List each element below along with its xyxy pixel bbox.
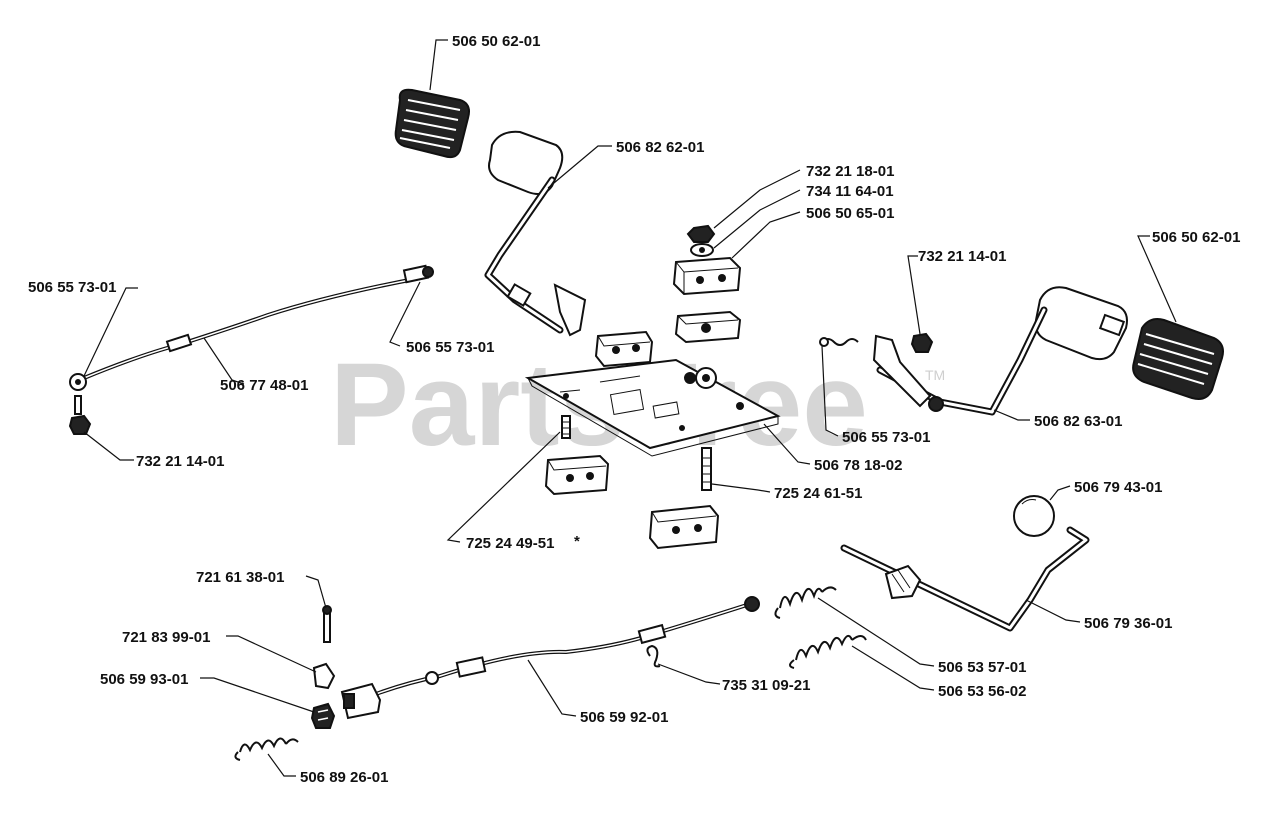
- label-506-50-62-01-left[interactable]: 506 50 62-01: [452, 33, 540, 50]
- pedal-arm-left[interactable]: [484, 130, 587, 337]
- pedal-pad-right[interactable]: [1132, 318, 1224, 400]
- label-506-55-73-01-right[interactable]: 506 55 73-01: [842, 429, 930, 446]
- switch-block-top[interactable]: [672, 256, 742, 296]
- label-506-50-62-01-right[interactable]: 506 50 62-01: [1152, 229, 1240, 246]
- label-721-83-99-01[interactable]: 721 83 99-01: [122, 629, 210, 646]
- label-506-77-48-01[interactable]: 506 77 48-01: [220, 377, 308, 394]
- label-735-31-09-21[interactable]: 735 31 09-21: [722, 677, 810, 694]
- spring-506-53-57-01[interactable]: [774, 586, 837, 619]
- label-506-59-92-01[interactable]: 506 59 92-01: [580, 709, 668, 726]
- switch-block-lower-right[interactable]: [648, 504, 720, 550]
- clip-506-55-73-01-right[interactable]: [819, 337, 859, 347]
- nut-732-21-14-01-left[interactable]: [68, 395, 92, 435]
- label-506-55-73-01-cable[interactable]: 506 55 73-01: [406, 339, 494, 356]
- label-506-53-56-02[interactable]: 506 53 56-02: [938, 683, 1026, 700]
- rod-506-79-36-01[interactable]: [840, 526, 1090, 632]
- label-506-59-93-01[interactable]: 506 59 93-01: [100, 671, 188, 688]
- part-labels: 506 50 62-01 506 82 62-01 732 21 18-01 7…: [28, 33, 1240, 786]
- label-506-50-65-01[interactable]: 506 50 65-01: [806, 205, 894, 222]
- pedal-arm-right[interactable]: [872, 286, 1128, 416]
- label-506-79-36-01[interactable]: 506 79 36-01: [1084, 615, 1172, 632]
- label-725-24-61-51[interactable]: 725 24 61-51: [774, 485, 862, 502]
- switch-block-left-top[interactable]: [594, 330, 654, 368]
- pedal-pad-left[interactable]: [394, 88, 470, 159]
- label-506-79-43-01[interactable]: 506 79 43-01: [1074, 479, 1162, 496]
- nut-stack[interactable]: [686, 224, 716, 257]
- nut-732-21-14-01-right[interactable]: [910, 332, 934, 353]
- label-725-24-49-51[interactable]: 725 24 49-51: [466, 535, 554, 552]
- watermark-tm: TM: [925, 367, 945, 383]
- leader-lines: [83, 39, 1177, 777]
- label-506-89-26-01[interactable]: 506 89 26-01: [300, 769, 388, 786]
- label-732-21-18-01[interactable]: 732 21 18-01: [806, 163, 894, 180]
- knob-506-79-43-01[interactable]: [1013, 495, 1055, 537]
- pin-721-61-38-01[interactable]: [322, 605, 332, 643]
- cable-506-59-92-01[interactable]: [358, 596, 760, 702]
- spring-506-89-26-01[interactable]: [234, 737, 299, 761]
- label-732-21-14-01-left[interactable]: 732 21 14-01: [136, 453, 224, 470]
- label-506-82-62-01[interactable]: 506 82 62-01: [616, 139, 704, 156]
- mounting-plate[interactable]: [524, 358, 781, 457]
- switch-block-middle[interactable]: [674, 310, 742, 344]
- cable-506-77-48-01[interactable]: [82, 264, 434, 380]
- label-506-82-63-01[interactable]: 506 82 63-01: [1034, 413, 1122, 430]
- label-734-11-64-01[interactable]: 734 11 64-01: [806, 183, 894, 200]
- screw-725-24-49-51[interactable]: [561, 415, 571, 439]
- label-732-21-14-01-right[interactable]: 732 21 14-01: [918, 248, 1006, 265]
- label-asterisk: *: [574, 533, 580, 550]
- bushing-506-59-93-01[interactable]: [310, 702, 336, 729]
- screw-725-24-61-51[interactable]: [701, 447, 712, 491]
- bushing-721-83-99-01[interactable]: [312, 662, 336, 690]
- clevis-lower[interactable]: [340, 682, 382, 720]
- label-506-78-18-02[interactable]: 506 78 18-02: [814, 457, 902, 474]
- ball-joint-left[interactable]: [69, 373, 87, 391]
- spring-506-53-56-02[interactable]: [789, 634, 867, 669]
- label-506-53-57-01[interactable]: 506 53 57-01: [938, 659, 1026, 676]
- switch-block-lower-left[interactable]: [544, 454, 610, 496]
- label-506-55-73-01-left[interactable]: 506 55 73-01: [28, 279, 116, 296]
- clip-735-31-09-21[interactable]: [646, 644, 661, 668]
- label-721-61-38-01[interactable]: 721 61 38-01: [196, 569, 284, 586]
